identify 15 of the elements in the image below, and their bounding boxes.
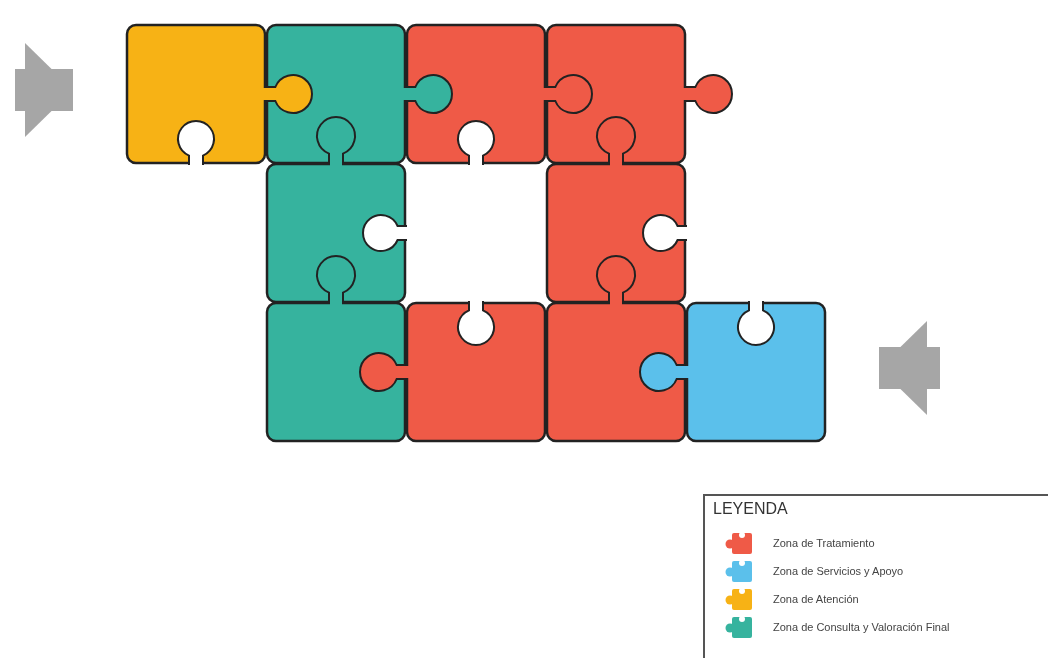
legend-label: Zona de Servicios y Apoyo [773, 565, 904, 577]
puzzle-piece [265, 253, 407, 443]
puzzle-piece [125, 23, 315, 165]
puzzle-piece [637, 301, 827, 443]
puzzle-piece [545, 253, 687, 443]
puzzle-piece [545, 23, 735, 165]
block-arrow [879, 321, 940, 415]
legend-title: LEYENDA [713, 500, 788, 518]
puzzle-piece [545, 114, 687, 304]
puzzle-piece [265, 114, 407, 304]
puzzle-piece [357, 301, 547, 443]
block-arrow [15, 43, 73, 137]
legend-label: Zona de Consulta y Valoración Final [773, 621, 950, 633]
legend-label: Zona de Atención [773, 593, 859, 605]
legend-label: Zona de Tratamiento [773, 537, 875, 549]
